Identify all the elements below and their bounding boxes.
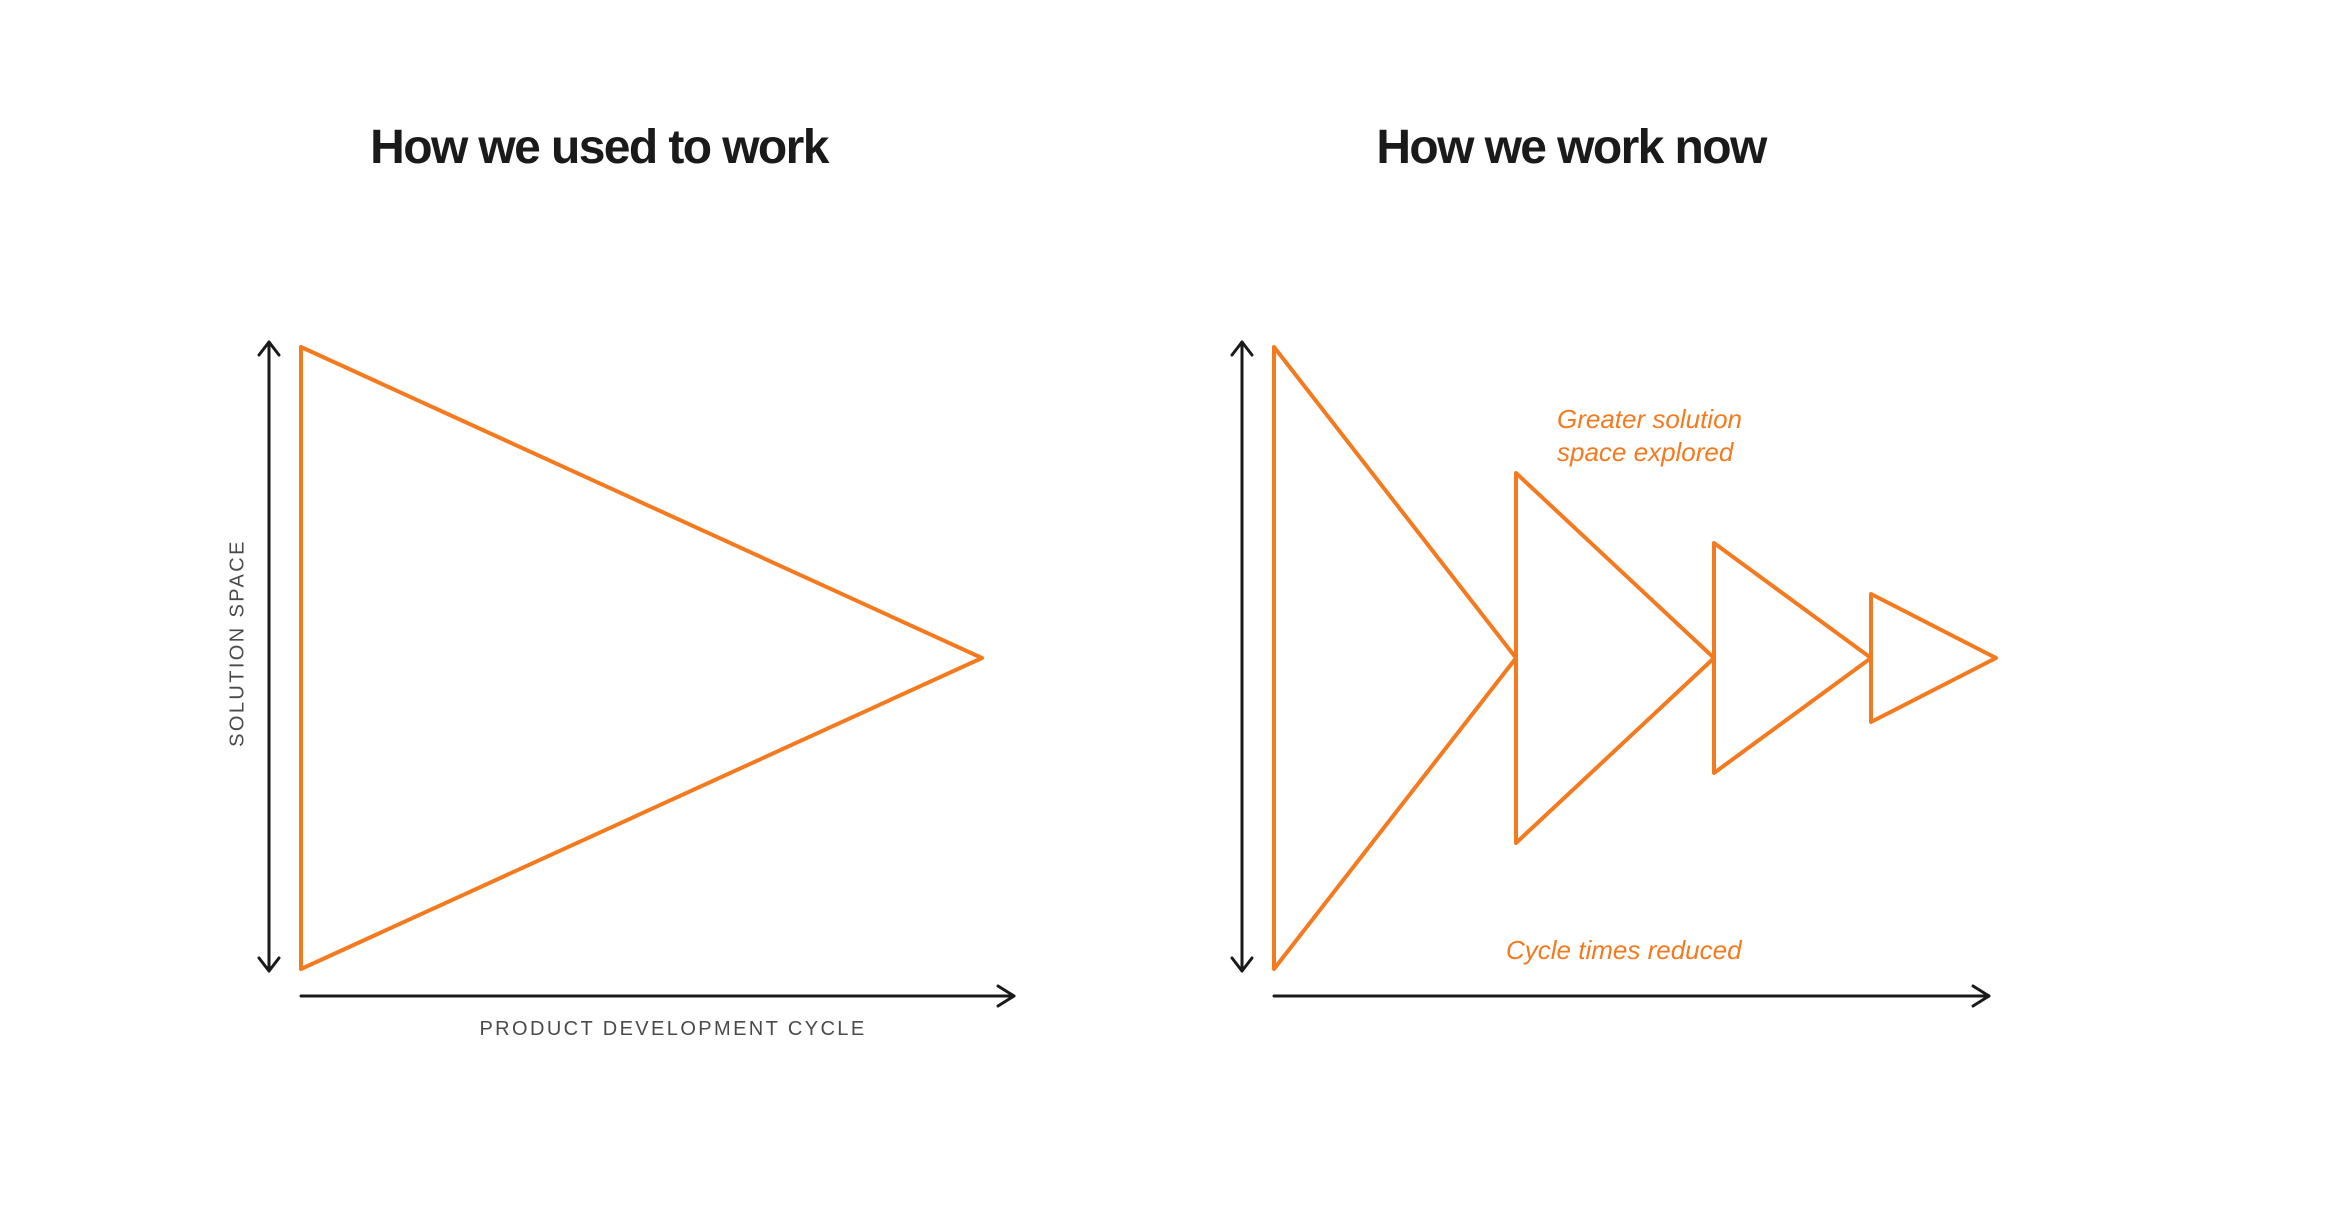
left-y-axis-arrow (257, 340, 281, 973)
right-x-axis-arrow (1272, 984, 1991, 1008)
right-panel-title: How we work now (1376, 121, 1767, 174)
left-panel-title: How we used to work (370, 121, 829, 174)
left-solution-triangle (299, 345, 984, 971)
right-triangle-4 (1869, 592, 1998, 724)
right-y-axis-arrow (1230, 340, 1254, 973)
x-axis-label: PRODUCT DEVELOPMENT CYCLE (479, 1018, 867, 1040)
cycle-times-annotation: Cycle times reduced (1506, 935, 1742, 965)
solution-space-annotation: Greater solution space explored (1557, 403, 1742, 469)
right-triangle-1 (1272, 345, 1518, 971)
y-axis-label: SOLUTION SPACE (226, 539, 249, 747)
right-triangle-3 (1712, 541, 1873, 775)
solution-space-annotation-line2: space explored (1557, 437, 1734, 467)
right-triangle-2 (1514, 471, 1716, 845)
left-x-axis-arrow (299, 984, 1016, 1008)
solution-space-annotation-line1: Greater solution (1557, 404, 1742, 434)
